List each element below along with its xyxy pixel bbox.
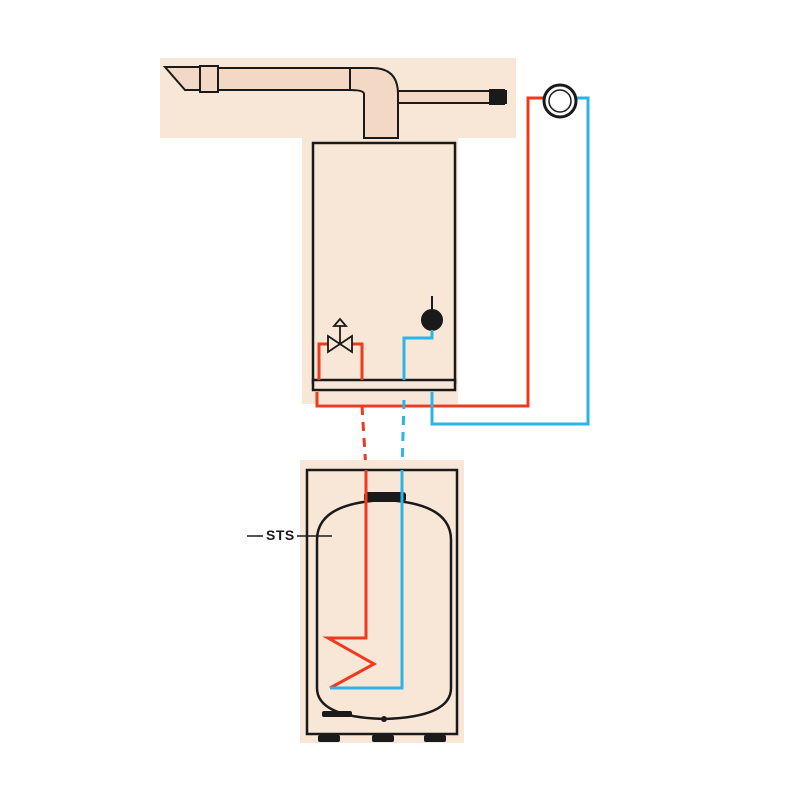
hot-water-cylinder [315, 492, 453, 722]
cold-circuit-boiler [402, 96, 590, 426]
cylinder-drain-outlet [322, 711, 352, 717]
blue-pipe-return [430, 96, 590, 426]
blue-pipe-inner-loop [402, 330, 434, 380]
flue-collar [199, 65, 219, 93]
sts-label: STS [266, 527, 295, 543]
cylinder-bottom-fitting [381, 716, 387, 722]
cylinder-top-outlet [364, 492, 406, 502]
dashed-cold-connector [400, 399, 406, 471]
hot-circuit-boiler [315, 96, 544, 408]
foot-right [424, 735, 446, 742]
foot-center [372, 735, 394, 742]
foot-left [318, 735, 340, 742]
radiator-circle [542, 83, 578, 119]
red-pipe-flow-out [315, 96, 544, 408]
flue-horizontal-duct [217, 67, 351, 91]
flue-rod-cap [489, 89, 505, 105]
boiler-unit [311, 141, 457, 392]
dashed-hot-connector [360, 405, 368, 471]
valve-left-triangle [327, 334, 342, 354]
flue-elbow [349, 67, 399, 139]
dashed-connectors [360, 399, 406, 471]
pump-body [421, 309, 443, 331]
boiler-base-strip [311, 378, 457, 392]
red-pipe-right-riser [352, 342, 364, 380]
coil-cold-section [330, 470, 404, 690]
three-way-valve-icon [327, 317, 353, 354]
radiator-inner-ring [548, 89, 572, 113]
coil-hot-section [322, 470, 378, 690]
cylinder-vessel [315, 498, 453, 721]
flue-pipe [162, 65, 507, 139]
flue-inlet-rod [397, 90, 507, 104]
heating-coil [322, 470, 404, 690]
valve-actuator [332, 317, 348, 327]
cylinder-feet [318, 735, 446, 742]
red-pipe-left-riser [317, 342, 328, 380]
valve-right-triangle [338, 334, 353, 354]
